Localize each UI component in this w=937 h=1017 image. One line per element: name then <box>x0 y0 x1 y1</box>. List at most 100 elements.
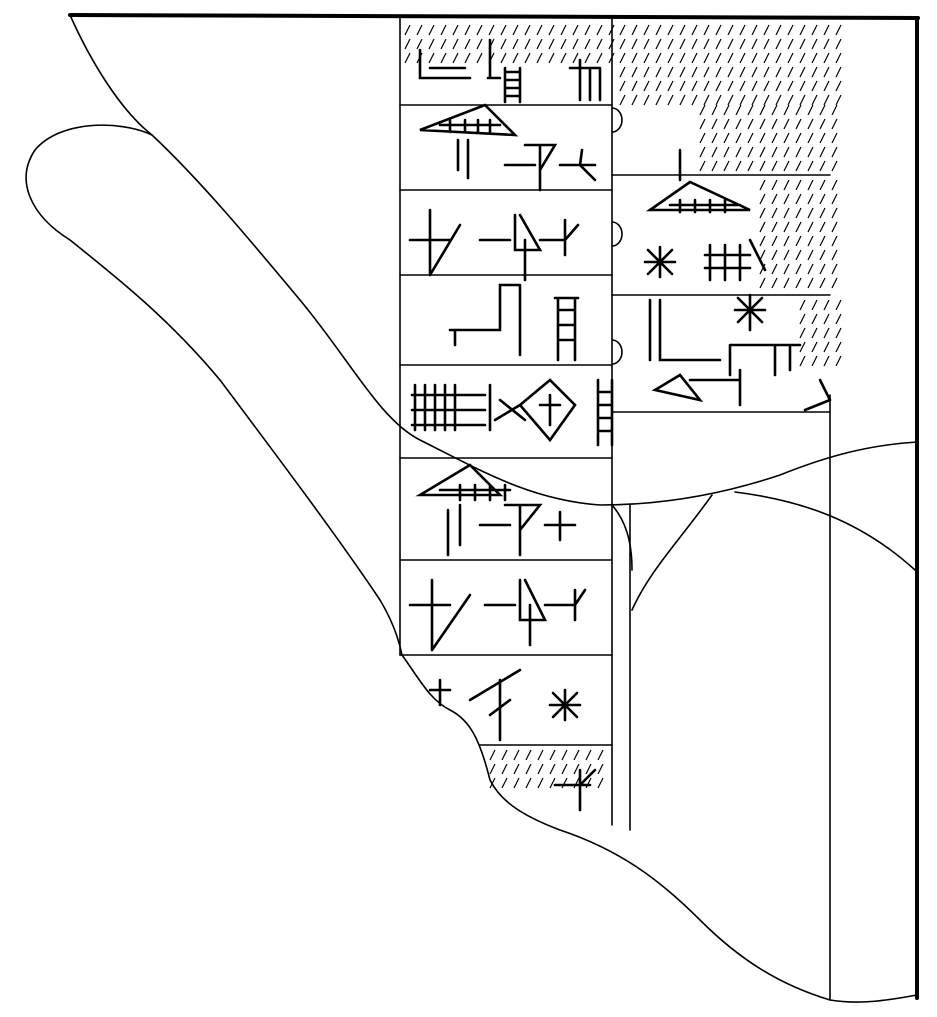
hatch-stroke <box>775 52 782 64</box>
hatch-stroke <box>561 749 568 761</box>
hatch-stroke <box>835 66 842 78</box>
tablet-top-edge <box>68 13 920 20</box>
hatch-stroke <box>759 179 766 191</box>
hatch-stroke <box>835 313 842 325</box>
hatch-stroke <box>699 146 706 158</box>
hatch-stroke <box>819 146 826 158</box>
hatch-stroke <box>831 118 838 130</box>
hatch-stroke <box>739 24 746 36</box>
hatch-stroke <box>751 66 758 78</box>
hatch-stroke <box>807 118 814 130</box>
hatch-stroke <box>795 104 802 116</box>
hatch-stroke <box>416 38 423 50</box>
hatch-stroke <box>771 104 778 116</box>
hatch-stroke <box>537 777 544 789</box>
hatch-stroke <box>771 146 778 158</box>
hatch-stroke <box>831 221 838 233</box>
hatch-stroke <box>585 763 592 775</box>
hatch-stroke <box>835 299 842 311</box>
hatch-stroke <box>608 24 615 36</box>
hatch-stroke <box>691 80 698 92</box>
hatch-stroke <box>691 66 698 78</box>
hatch-stroke <box>807 146 814 158</box>
hatch-stroke <box>795 132 802 144</box>
hatch-stroke <box>655 52 662 64</box>
hatch-stroke <box>823 313 830 325</box>
hatch-stroke <box>715 80 722 92</box>
hatch-stroke <box>464 52 471 64</box>
hatch-stroke <box>573 763 580 775</box>
hatch-stroke <box>831 132 838 144</box>
hatch-stroke <box>536 38 543 50</box>
hatch-stroke <box>835 355 842 367</box>
hatch-stroke <box>723 146 730 158</box>
hatch-stroke <box>452 52 459 64</box>
hatch-stroke <box>771 249 778 261</box>
hatch-stroke <box>597 749 604 761</box>
hatch-stroke <box>524 24 531 36</box>
hatch-stroke <box>691 52 698 64</box>
hatch-stroke <box>775 66 782 78</box>
hatch-stroke <box>823 327 830 339</box>
hatch-stroke <box>759 249 766 261</box>
hatch-stroke <box>537 749 544 761</box>
hatch-stroke <box>807 132 814 144</box>
hatch-stroke <box>619 80 626 92</box>
hatch-stroke <box>795 160 802 172</box>
hatch-stroke <box>799 94 806 106</box>
hatch-stroke <box>548 24 555 36</box>
hatch-stroke <box>823 80 830 92</box>
hatch-stroke <box>807 207 814 219</box>
hatch-stroke <box>751 80 758 92</box>
tablet-top-left-outline <box>69 14 153 136</box>
hatch-stroke <box>619 94 626 106</box>
hatch-stroke <box>831 193 838 205</box>
hatch-stroke <box>783 132 790 144</box>
hatch-stroke <box>679 66 686 78</box>
hatch-stroke <box>783 235 790 247</box>
hatch-stroke <box>811 94 818 106</box>
hatch-stroke <box>404 24 411 36</box>
hatch-stroke <box>452 38 459 50</box>
hatch-stroke <box>585 777 592 789</box>
hatch-stroke <box>525 749 532 761</box>
hatch-stroke <box>763 52 770 64</box>
hatch-stroke <box>819 160 826 172</box>
hatch-stroke <box>619 52 626 64</box>
hatch-stroke <box>501 777 508 789</box>
hatch-stroke <box>703 52 710 64</box>
hatch-stroke <box>735 146 742 158</box>
fracture-curve-2 <box>734 491 916 571</box>
fracture-curve-4 <box>611 504 633 571</box>
hatch-stroke <box>783 179 790 191</box>
hatch-stroke <box>823 66 830 78</box>
hatch-stroke <box>643 66 650 78</box>
hatch-stroke <box>835 341 842 353</box>
hatch-stroke <box>655 24 662 36</box>
hatch-stroke <box>807 221 814 233</box>
hatch-stroke <box>489 777 496 789</box>
hatch-stroke <box>739 52 746 64</box>
hatch-stroke <box>775 94 782 106</box>
hatch-stroke <box>787 52 794 64</box>
hatch-stroke <box>759 160 766 172</box>
hatch-stroke <box>489 763 496 775</box>
hatch-stroke <box>795 146 802 158</box>
hatch-stroke <box>783 146 790 158</box>
hatch-stroke <box>549 777 556 789</box>
hatch-stroke <box>819 221 826 233</box>
hatch-stroke <box>807 179 814 191</box>
hatch-stroke <box>643 24 650 36</box>
hatch-stroke <box>783 207 790 219</box>
hatch-stroke <box>691 24 698 36</box>
hatch-stroke <box>759 118 766 130</box>
hatch-stroke <box>631 94 638 106</box>
hatch-stroke <box>811 313 818 325</box>
hatch-stroke <box>795 179 802 191</box>
hatch-stroke <box>715 24 722 36</box>
hatch-stroke <box>831 207 838 219</box>
hatch-stroke <box>727 52 734 64</box>
hatch-stroke <box>747 132 754 144</box>
hatch-stroke <box>751 24 758 36</box>
hatch-stroke <box>404 52 411 64</box>
